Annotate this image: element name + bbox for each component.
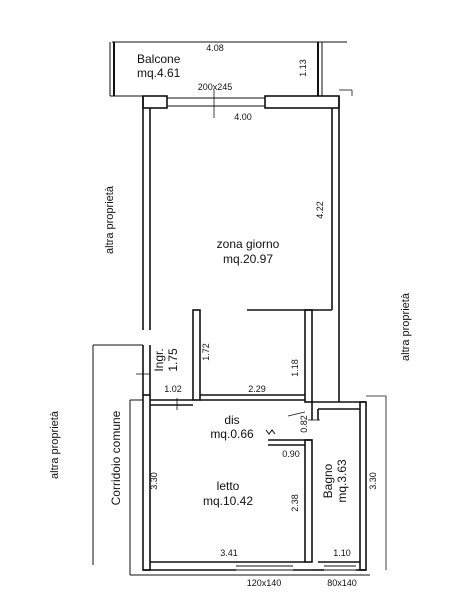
letto-name: letto	[217, 479, 240, 493]
letto-depth-right-label: 2.38	[290, 494, 300, 512]
window-letto-label: 120x140	[247, 578, 282, 588]
corridoio-comune: Corridoio comune	[109, 410, 123, 505]
corridor-width-label: 2.29	[248, 384, 266, 394]
altra-proprieta-far-left: altra proprietà	[49, 410, 61, 479]
bagno-depth-label: 3.30	[368, 472, 378, 490]
altra-proprieta-right: altra proprietà	[400, 292, 412, 361]
dis-dimension-line	[287, 411, 306, 417]
letto-area: mq.10.42	[203, 494, 253, 508]
window-letto	[236, 565, 293, 571]
balcony	[109, 41, 347, 97]
letto-depth-left-label: 3.30	[149, 472, 159, 490]
balcone-depth-label: 1.13	[298, 59, 308, 77]
letto-width-label: 3.41	[220, 548, 238, 558]
bagno-name: Bagno	[321, 463, 335, 498]
zona-giorno-area: mq.20.97	[223, 252, 273, 266]
dis-width-label: 0.90	[282, 449, 300, 459]
ingresso-width-label: 1.02	[164, 384, 182, 394]
balcone-width-label: 4.08	[206, 43, 224, 53]
balcony-door-label: 200x245	[198, 82, 233, 92]
ingresso-name: Ingr.	[152, 348, 166, 371]
radiator-icon	[265, 429, 276, 435]
walls	[92, 89, 387, 576]
altra-proprieta-left: altra proprietà	[104, 185, 116, 254]
zona-giorno-name: zona giorno	[217, 237, 280, 251]
zona-depth-label: 4.22	[315, 201, 325, 219]
window-bagno	[324, 565, 356, 571]
bagno-area: mq.3.63	[335, 459, 349, 503]
zona-width-label: 4.00	[234, 112, 252, 122]
right-wall-depth-label: 1.18	[290, 359, 300, 377]
dis-small-label: 0.82	[299, 415, 309, 433]
bagno-width-label: 1.10	[333, 548, 351, 558]
ingresso-depth-label: 1.72	[201, 343, 211, 361]
ingresso-area: 1.75	[166, 348, 180, 372]
balcone-name: Balcone	[137, 52, 181, 66]
balcone-area: mq.4.61	[137, 66, 181, 80]
dis-name: dis	[224, 413, 239, 427]
window-bagno-label: 80x140	[327, 578, 357, 588]
dis-area: mq.0.66	[210, 427, 254, 441]
